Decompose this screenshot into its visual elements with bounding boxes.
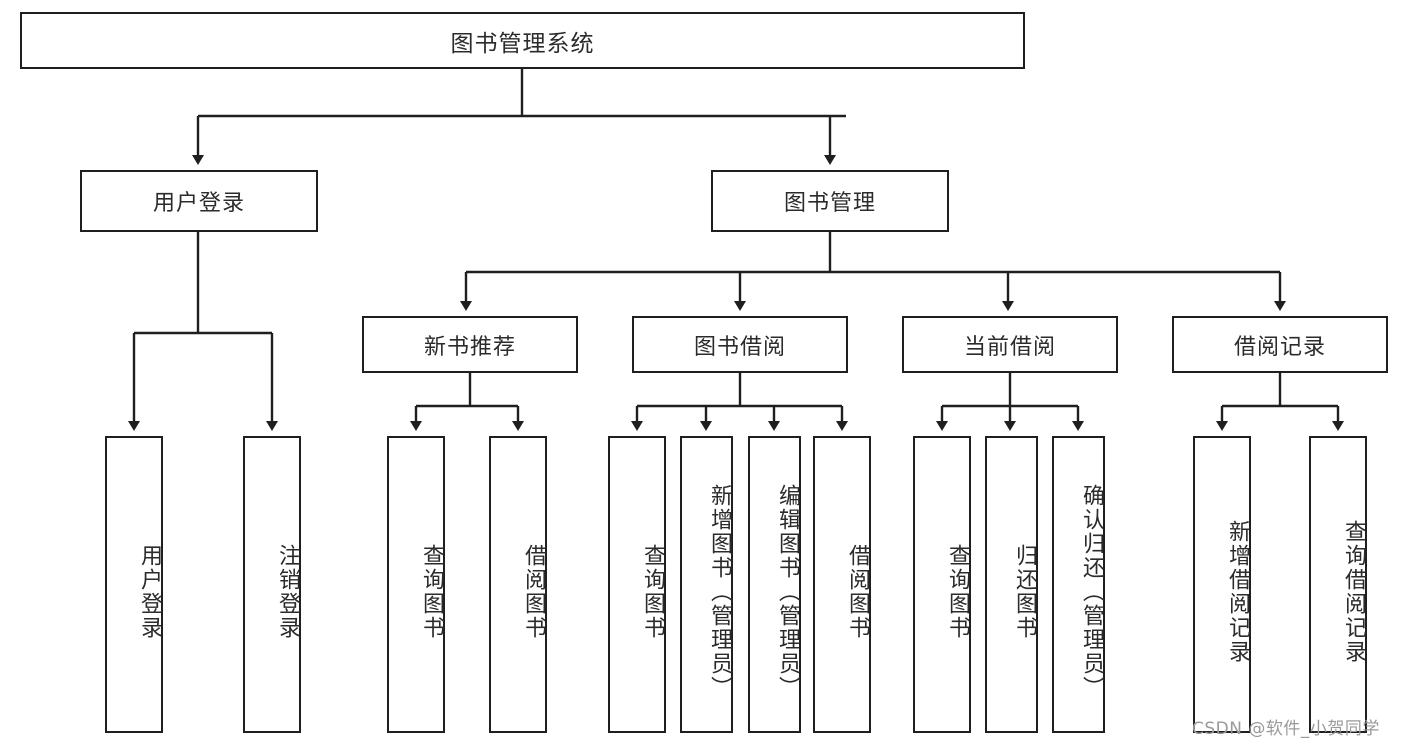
leaf-borrow-record-query-record[interactable]: 查询借阅记录 xyxy=(1309,436,1367,733)
leaf-book-borrow-query-book[interactable]: 查询图书 xyxy=(608,436,666,733)
node-root-book-management-system[interactable]: 图书管理系统 xyxy=(20,12,1025,69)
leaf-user-login-logout[interactable]: 注销登录 xyxy=(243,436,301,733)
leaf-book-borrow-add-book-admin[interactable]: 新增图书（管理员） xyxy=(680,436,733,733)
leaf-user-login-login[interactable]: 用户登录 xyxy=(105,436,163,733)
leaf-book-borrow-borrow-book[interactable]: 借阅图书 xyxy=(813,436,871,733)
node-book-management[interactable]: 图书管理 xyxy=(711,170,949,232)
watermark-text: CSDN @软件_小贺同学 xyxy=(1192,719,1380,739)
leaf-new-book-query-book[interactable]: 查询图书 xyxy=(387,436,445,733)
node-user-login[interactable]: 用户登录 xyxy=(80,170,318,232)
leaf-new-book-borrow-book[interactable]: 借阅图书 xyxy=(489,436,547,733)
node-borrow-record[interactable]: 借阅记录 xyxy=(1172,316,1388,373)
node-new-book-recommend[interactable]: 新书推荐 xyxy=(362,316,578,373)
leaf-book-borrow-edit-book-admin[interactable]: 编辑图书（管理员） xyxy=(748,436,801,733)
leaf-current-borrow-confirm-return-admin[interactable]: 确认归还（管理员） xyxy=(1052,436,1105,733)
leaf-current-borrow-return-book[interactable]: 归还图书 xyxy=(985,436,1038,733)
node-current-borrow[interactable]: 当前借阅 xyxy=(902,316,1118,373)
node-book-borrow[interactable]: 图书借阅 xyxy=(632,316,848,373)
leaf-current-borrow-query-book[interactable]: 查询图书 xyxy=(913,436,971,733)
leaf-borrow-record-add-record[interactable]: 新增借阅记录 xyxy=(1193,436,1251,733)
